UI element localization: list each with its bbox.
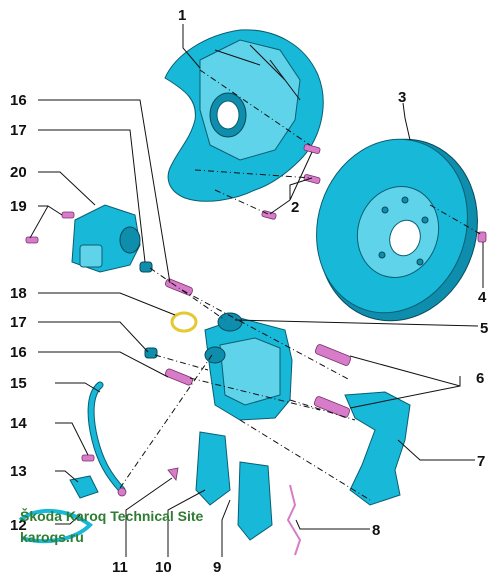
bolt-2a	[303, 144, 321, 154]
watermark-url: karoqs.ru	[20, 529, 84, 545]
callout-8: 8	[372, 522, 380, 539]
bush-17b	[144, 347, 158, 359]
brake-disc	[316, 138, 478, 322]
callout-numbers: 1 2 3 4 5 6 7 8 9 10 11 12 13 14 15 16 1…	[10, 7, 488, 576]
callout-19: 19	[10, 198, 27, 215]
callout-15: 15	[10, 375, 27, 392]
callout-16a: 16	[10, 92, 27, 109]
brake-pad-outer	[237, 461, 273, 541]
bush-17a	[139, 261, 153, 273]
bolts	[25, 144, 487, 481]
clip-11	[167, 467, 179, 481]
callout-9: 9	[213, 559, 221, 576]
callout-13: 13	[10, 463, 27, 480]
callout-5: 5	[480, 320, 488, 337]
bolt-4	[477, 231, 487, 243]
guide-pin-16b	[165, 368, 193, 386]
bolt-19b	[25, 236, 39, 244]
leader-lines	[29, 24, 484, 557]
bolt-2b	[303, 174, 321, 184]
callout-12: 12	[10, 517, 27, 534]
callout-7: 7	[477, 453, 485, 470]
carrier-bracket	[344, 391, 411, 506]
callout-11: 11	[112, 559, 128, 576]
bolt-14	[81, 454, 95, 462]
callout-20: 20	[10, 164, 27, 181]
caliper-motor	[71, 204, 141, 273]
spring-clip	[286, 484, 302, 556]
bolt-6a	[314, 344, 352, 366]
callout-16b: 16	[10, 344, 27, 361]
callout-14: 14	[10, 415, 27, 432]
callout-4: 4	[478, 289, 487, 306]
watermark-title: Škoda Karoq Technical Site	[20, 507, 204, 524]
callout-6: 6	[476, 370, 484, 387]
callout-1: 1	[178, 7, 186, 24]
splash-shield	[164, 29, 324, 202]
o-ring	[170, 311, 198, 333]
brake-hose	[87, 381, 127, 497]
callout-10: 10	[155, 559, 172, 576]
callout-17b: 17	[10, 314, 27, 331]
callout-2: 2	[291, 199, 299, 216]
assembly-axes	[119, 69, 483, 501]
bolt-6b	[313, 396, 351, 418]
watermark: Škoda Karoq Technical Site karoqs.ru	[20, 507, 204, 545]
caliper-housing	[204, 312, 293, 421]
callout-17a: 17	[10, 122, 27, 139]
callout-18: 18	[10, 285, 27, 302]
brake-pad-inner	[195, 431, 231, 506]
brake-line	[18, 508, 94, 544]
callout-3: 3	[398, 89, 406, 106]
bolt-19a	[61, 211, 75, 219]
